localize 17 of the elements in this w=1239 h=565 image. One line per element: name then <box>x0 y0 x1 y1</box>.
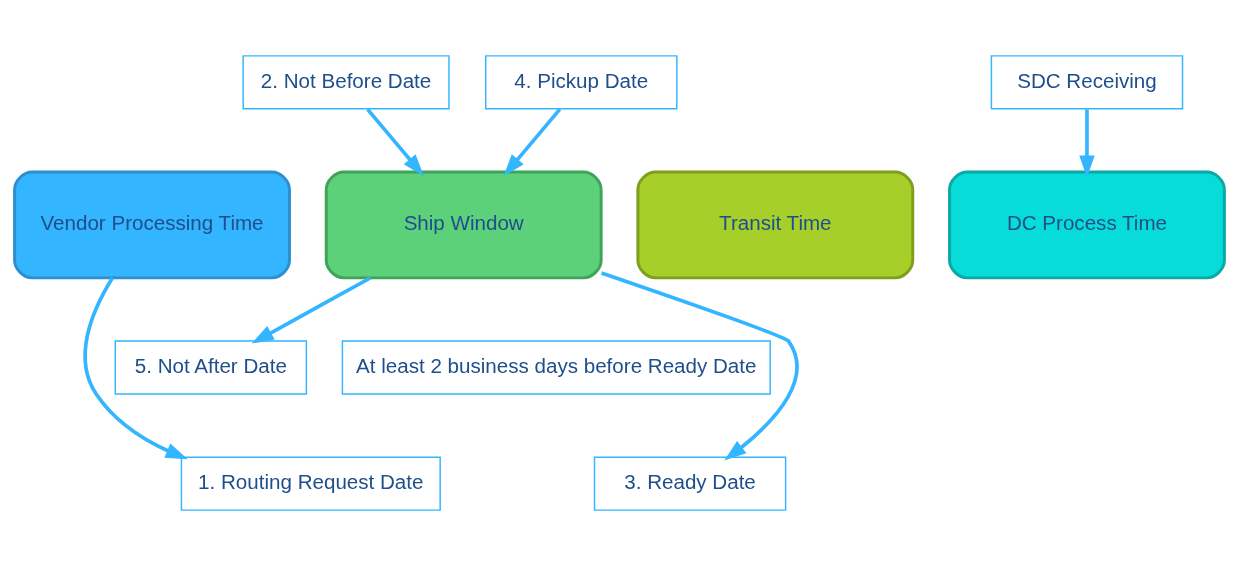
arrow <box>600 270 799 460</box>
node-box: 4. Pickup Date <box>485 54 678 110</box>
node-box: 2. Not Before Date <box>242 54 450 110</box>
arrow <box>503 107 562 176</box>
arrow <box>83 276 188 459</box>
node-box: Ship Window <box>324 170 603 279</box>
node-box: SDC Receiving <box>990 54 1184 110</box>
arrow <box>366 107 424 176</box>
node-box: 5. Not After Date <box>114 339 308 395</box>
node-box: 1. Routing Request Date <box>180 455 441 511</box>
arrow <box>1079 108 1095 178</box>
node-box: Transit Time <box>636 170 915 279</box>
node-box: DC Process Time <box>948 170 1226 279</box>
node-box: 3. Ready Date <box>593 455 787 511</box>
node-box: Vendor Processing Time <box>13 170 291 279</box>
arrow <box>251 275 372 344</box>
node-box: At least 2 business days before Ready Date <box>341 339 771 395</box>
